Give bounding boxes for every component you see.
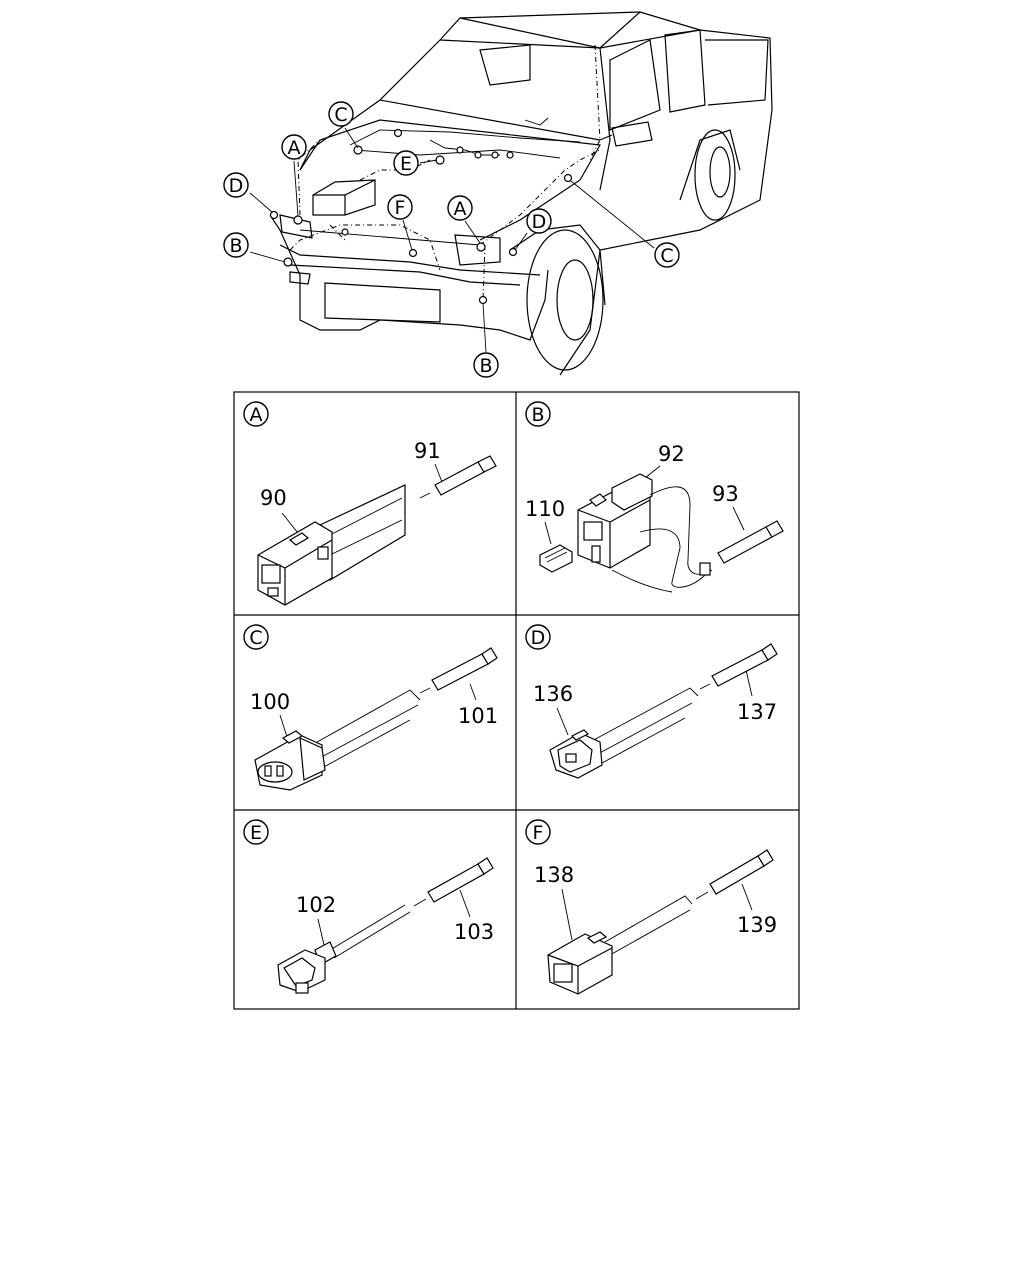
vehicle-overview (269, 11, 773, 376)
part-136-label: 136 (533, 682, 573, 706)
callout-letter: B (229, 235, 242, 257)
callout-letter: B (479, 355, 492, 377)
panel-f: F 138 139 (525, 819, 777, 995)
panel-e-letter: E (250, 822, 262, 844)
connector-136-icon (549, 687, 699, 779)
part-138-label: 138 (534, 863, 574, 887)
terminal-93-icon (717, 520, 784, 564)
connector-138-icon (547, 895, 693, 995)
clip-110-icon (539, 544, 573, 573)
connector-102-icon (277, 904, 411, 994)
callout-letter: C (660, 245, 673, 267)
callout-letter: D (229, 175, 244, 197)
part-103-label: 103 (454, 920, 494, 944)
panel-d: D 136 137 (525, 624, 778, 779)
callout-d-right: D (526, 208, 552, 234)
connector-100-icon (254, 689, 421, 791)
callout-e: E (393, 150, 419, 176)
callout-letter: F (395, 197, 406, 219)
callout-c-right: C (654, 242, 680, 268)
terminal-139-icon (695, 849, 774, 900)
callout-b-right: B (473, 352, 499, 378)
terminal-101-icon (419, 647, 498, 694)
part-92-label: 92 (658, 442, 685, 466)
panel-b-letter: B (531, 404, 544, 426)
overview-callouts: C A D B E F A D C B (223, 101, 680, 378)
part-102-label: 102 (296, 893, 336, 917)
part-110-label: 110 (525, 497, 565, 521)
part-100-label: 100 (250, 690, 290, 714)
part-101-label: 101 (458, 704, 498, 728)
terminal-91-icon (419, 455, 497, 499)
panel-e: E 102 103 (243, 819, 494, 994)
part-137-label: 137 (737, 700, 777, 724)
callout-c-cowl: C (328, 101, 354, 127)
terminal-137-icon (699, 643, 778, 690)
callout-a-right: A (447, 195, 473, 221)
part-93-label: 93 (712, 482, 739, 506)
panel-c-letter: C (249, 627, 262, 649)
callout-d-left: D (223, 172, 249, 198)
panel-f-letter: F (533, 822, 544, 844)
terminal-103-icon (413, 857, 494, 907)
part-90-label: 90 (260, 486, 287, 510)
callout-letter: E (400, 153, 412, 175)
panel-b: B 92 110 93 (525, 401, 784, 593)
callout-b-left: B (223, 232, 249, 258)
detail-grid (233, 391, 800, 1010)
panel-a-letter: A (250, 404, 263, 426)
panel-c: C 100 101 (243, 624, 498, 791)
panel-a: A 91 90 (243, 401, 497, 606)
callout-a-left: A (281, 134, 307, 160)
overview-leaders (249, 127, 655, 353)
connector-90-icon (257, 484, 406, 606)
callout-letter: C (334, 104, 347, 126)
callout-letter: D (532, 211, 547, 233)
panel-d-letter: D (531, 627, 546, 649)
part-139-label: 139 (737, 913, 777, 937)
connector-92-icon (577, 473, 713, 593)
callout-letter: A (288, 137, 301, 159)
callout-f: F (387, 194, 413, 220)
part-91-label: 91 (414, 439, 441, 463)
callout-letter: A (454, 198, 467, 220)
